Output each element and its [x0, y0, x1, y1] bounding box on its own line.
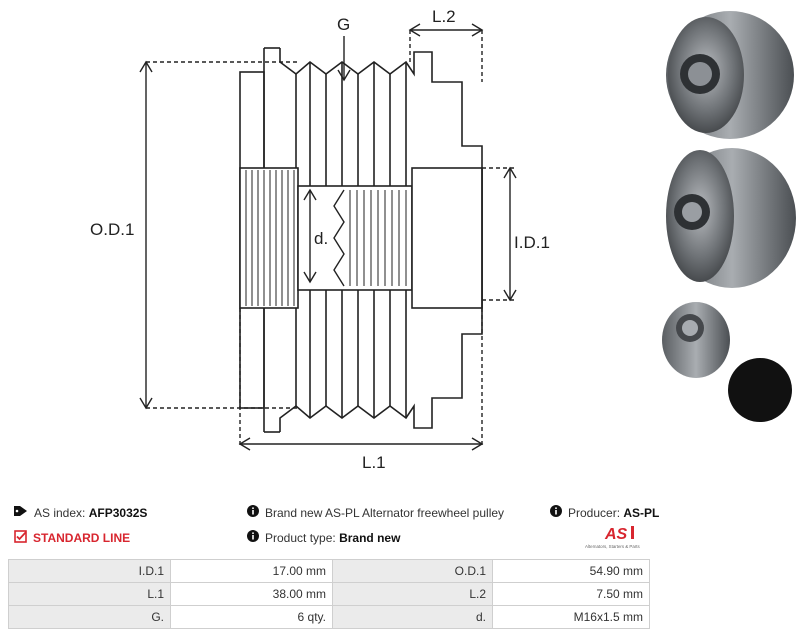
spec-label: L.1 — [8, 582, 171, 606]
spec-value: 7.50 mm — [492, 582, 650, 606]
label-g: G — [337, 15, 350, 34]
as-index-label: AS index: — [34, 505, 86, 520]
as-index-row: AS index: AFP3032S — [14, 505, 147, 520]
product-photo-top — [666, 11, 794, 139]
label-od1: O.D.1 — [90, 220, 134, 239]
specs-table: I.D.1 17.00 mm O.D.1 54.90 mm L.1 38.00 … — [8, 559, 650, 629]
dust-cap-photo — [728, 358, 792, 422]
product-type-label: Product type: — [265, 530, 336, 545]
table-row: I.D.1 17.00 mm O.D.1 54.90 mm — [8, 559, 650, 583]
checkbox-checked-icon — [14, 530, 27, 546]
spec-label: L.2 — [332, 582, 493, 606]
info-icon — [247, 505, 259, 520]
svg-text:AS: AS — [604, 526, 628, 543]
svg-text:Alternators, Starters & Parts: Alternators, Starters & Parts — [585, 544, 640, 549]
product-type-value: Brand new — [339, 530, 401, 545]
spec-value: 54.90 mm — [492, 559, 650, 583]
dimension-lines — [139, 23, 517, 451]
standard-line-row: STANDARD LINE — [14, 530, 130, 546]
spec-value: M16x1.5 mm — [492, 605, 650, 629]
product-description: Brand new AS-PL Alternator freewheel pul… — [265, 505, 505, 520]
label-l2: L.2 — [432, 7, 456, 26]
spec-label: I.D.1 — [8, 559, 171, 583]
table-row: G. 6 qty. d. M16x1.5 mm — [8, 605, 650, 629]
table-row: L.1 38.00 mm L.2 7.50 mm — [8, 582, 650, 606]
product-photo-middle — [666, 148, 796, 288]
spec-label: G. — [8, 605, 171, 629]
tag-icon — [14, 505, 28, 520]
spec-value: 38.00 mm — [170, 582, 333, 606]
producer-label: Producer: — [568, 505, 621, 520]
description-row: Brand new AS-PL Alternator freewheel pul… — [247, 505, 504, 520]
info-icon — [550, 505, 562, 520]
standard-line-label: STANDARD LINE — [33, 531, 131, 545]
as-pl-logo: AS Alternators, Starters & Parts — [585, 526, 640, 549]
product-type-row: Product type: Brand new — [247, 530, 400, 545]
spec-value: 17.00 mm — [170, 559, 333, 583]
spec-label: d. — [332, 605, 493, 629]
label-l1: L.1 — [362, 453, 386, 472]
spec-value: 6 qty. — [170, 605, 333, 629]
label-id1: I.D.1 — [514, 233, 550, 252]
producer-value: AS-PL — [623, 505, 660, 520]
pulley-outline — [239, 47, 483, 433]
info-icon — [247, 530, 259, 545]
pulley-technical-drawing: G L.2 O.D.1 d. I.D.1 L.1 — [90, 7, 796, 472]
spec-label: O.D.1 — [332, 559, 493, 583]
producer-row: Producer: AS-PL — [550, 505, 659, 520]
product-photo-bottom — [662, 302, 730, 378]
as-index-value: AFP3032S — [88, 505, 148, 520]
spline-hatching — [245, 170, 295, 306]
label-d: d. — [314, 229, 328, 248]
thread-hatching — [333, 189, 407, 287]
